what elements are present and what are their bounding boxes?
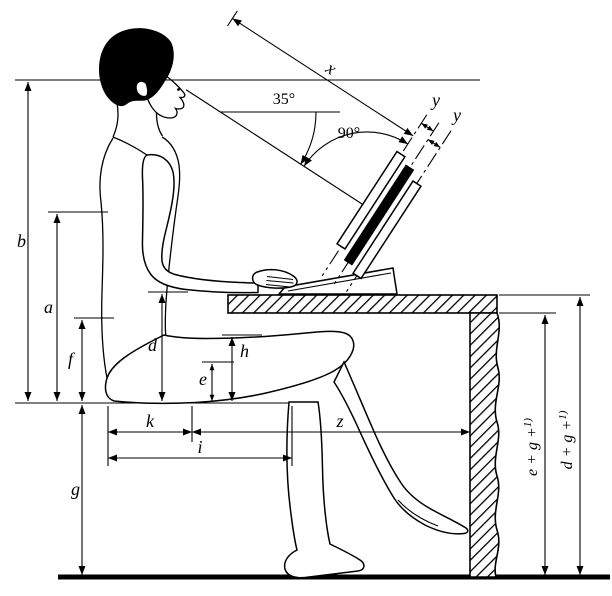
far-leg (283, 401, 365, 579)
torso-back-line (99, 137, 114, 379)
bottom-dimensions: k z i (107, 406, 470, 466)
viewing-angle-label: 35° (273, 91, 295, 108)
hair (98, 28, 174, 107)
dim-label-b: b (17, 231, 26, 251)
viewing-angle-arc (300, 111, 317, 165)
dim-x-line (232, 17, 414, 137)
screen-back-slat (352, 179, 422, 280)
dim-label-e: e (199, 369, 207, 389)
dim-label-h: h (240, 341, 249, 361)
dim-label-f: f (68, 349, 76, 369)
display-screen-group: x (185, 10, 452, 292)
eye-dot (177, 88, 180, 91)
desk-panel (469, 312, 501, 578)
dim-label-x: x (322, 57, 340, 79)
hand (251, 268, 298, 289)
dim-label-z: z (335, 411, 343, 431)
dim-x-extension (227, 10, 238, 27)
dim-label-d: d (148, 335, 158, 355)
neck-front-line (155, 112, 164, 137)
screen-display-slat (343, 164, 415, 266)
neck-back-line (112, 102, 119, 138)
screen-angle-label: 90° (338, 125, 360, 142)
dim-label-y-second: y (451, 105, 461, 125)
finger-lines (265, 275, 294, 288)
dim-label-e-plus-g: e + g +1) (522, 418, 541, 476)
viewing-angle-group: 35° (220, 91, 340, 165)
dim-y-second-line (427, 139, 441, 148)
dim-label-i: i (197, 437, 202, 457)
right-dimensions: e + g +1) d + g +1) (499, 294, 590, 575)
arm (141, 153, 259, 294)
dim-label-y-first: y (430, 90, 440, 110)
desk-surface (227, 294, 498, 314)
face-profile (146, 75, 186, 119)
keyboard-detail-line (287, 272, 392, 292)
lower-leg-foot (333, 360, 469, 535)
screen-angle-arc (303, 131, 409, 167)
sight-line (185, 89, 368, 208)
left-dimensions: b a f g d e h (17, 82, 262, 575)
hip-thigh (104, 330, 355, 405)
dim-label-g: g (71, 479, 80, 499)
shoulder-line (112, 136, 148, 156)
ear (135, 80, 149, 98)
desk (227, 267, 501, 578)
dim-label-d-plus-g: d + g +1) (557, 410, 576, 469)
foot-sole-line (397, 499, 439, 527)
dim-label-k: k (146, 411, 155, 431)
dim-y-first-line (421, 122, 434, 132)
dim-label-a: a (44, 297, 53, 317)
screen-angle-group: 90° (303, 125, 409, 167)
